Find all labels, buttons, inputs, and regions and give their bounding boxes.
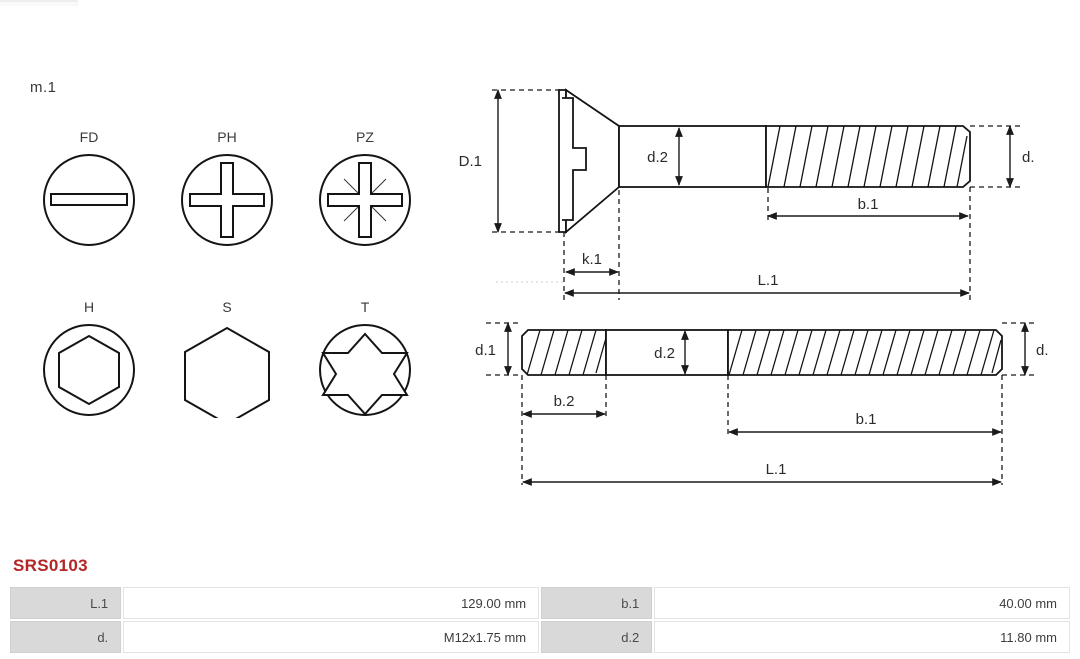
drive-type-grid: FD PH PZ (24, 128, 436, 428)
drive-label-s: S (222, 299, 232, 315)
dim-label-d2-stud: d.2 (654, 345, 675, 362)
countersunk-screw-diagram: D.1 d.2 d. b.1 k.1 L.1 (459, 88, 1035, 300)
dim-label-L1-screw: L.1 (758, 272, 779, 289)
dim-label-d-stud: d. (1036, 342, 1049, 359)
spec-value-d: M12x1.75 mm (123, 621, 540, 653)
torx-drive-icon (319, 324, 411, 416)
specification-table: L.1 129.00 mm b.1 40.00 mm d. M12x1.75 m… (8, 585, 1072, 655)
spec-key-d: d. (10, 621, 122, 653)
dim-label-b2: b.2 (554, 393, 575, 410)
drive-label-t: T (360, 299, 370, 315)
table-row: d. M12x1.75 mm d.2 11.80 mm (10, 621, 1070, 653)
technical-drawings: D.1 d.2 d. b.1 k.1 L.1 (436, 60, 1080, 510)
drive-type-fd[interactable]: FD (24, 128, 154, 273)
hex-socket-drive-icon (43, 324, 135, 416)
dim-label-d1-stud: d.1 (475, 342, 496, 359)
spec-key-d2: d.2 (541, 621, 653, 653)
dim-label-L1-stud: L.1 (766, 461, 787, 478)
dim-label-b1-screw: b.1 (858, 196, 879, 213)
drive-label-pz: PZ (356, 129, 374, 145)
drive-label-h: H (83, 299, 95, 315)
spec-key-L1: L.1 (10, 587, 122, 619)
spec-value-L1: 129.00 mm (123, 587, 540, 619)
dim-label-d-screw: d. (1022, 149, 1035, 166)
drive-label-ph: PH (217, 129, 237, 145)
drive-type-pz[interactable]: PZ (300, 128, 430, 273)
pozidriv-drive-icon (319, 154, 411, 246)
drive-type-ph[interactable]: PH (162, 128, 292, 273)
dim-label-d2-screw: d.2 (647, 149, 668, 166)
hex-head-drive-icon (184, 326, 270, 418)
spec-value-d2: 11.80 mm (654, 621, 1070, 653)
table-row: L.1 129.00 mm b.1 40.00 mm (10, 587, 1070, 619)
slotted-drive-icon (43, 154, 135, 246)
section-label-m1: m.1 (30, 79, 57, 96)
drive-type-t[interactable]: T (300, 298, 430, 443)
dim-label-b1-stud: b.1 (856, 411, 877, 428)
phillips-drive-icon (181, 154, 273, 246)
part-number-title: SRS0103 (13, 556, 88, 575)
dim-label-k1: k.1 (582, 251, 602, 268)
drive-type-s[interactable]: S (162, 298, 292, 443)
drive-type-h[interactable]: H (24, 298, 154, 443)
dim-label-D1: D.1 (459, 153, 482, 170)
double-end-stud-diagram: d.1 d.2 d. b.2 b.1 L.1 (475, 322, 1049, 486)
drive-label-fd: FD (79, 129, 99, 145)
spec-value-b1: 40.00 mm (654, 587, 1070, 619)
clipped-top-element (0, 0, 78, 10)
spec-key-b1: b.1 (541, 587, 653, 619)
